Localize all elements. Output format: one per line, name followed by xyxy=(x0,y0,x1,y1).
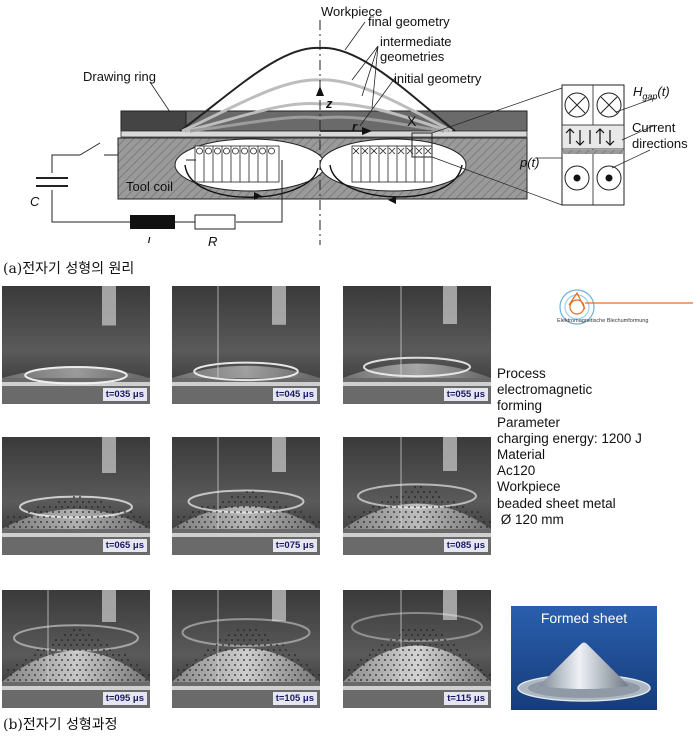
info-line: Ø 120 mm xyxy=(497,511,564,527)
drawing-ring-left xyxy=(120,110,187,132)
h-gap-subscript: gap xyxy=(642,91,658,102)
info-line: Material xyxy=(497,447,546,463)
circuit xyxy=(36,142,283,230)
forming-frame: t=085 μs xyxy=(343,437,491,555)
formed-sheet-label: Formed sheet xyxy=(540,610,628,626)
frame-timestamp: t=095 μs xyxy=(102,692,147,705)
h-gap-time: (t) xyxy=(657,84,670,99)
frame-timestamp: t=075 μs xyxy=(272,539,317,552)
formed-sheet-photo: Formed sheet xyxy=(511,606,657,710)
info-line: charging energy: 1200 J xyxy=(497,430,642,446)
emb-logo xyxy=(559,289,693,325)
label-tool-coil: Tool coil xyxy=(126,179,173,194)
inductor xyxy=(130,215,175,229)
label-resistor: R xyxy=(208,234,218,249)
gap-detail-panel xyxy=(535,84,656,206)
label-x: X xyxy=(407,113,417,129)
label-intermediate-2: geometries xyxy=(380,49,445,64)
h-gap-symbol: H xyxy=(633,84,643,99)
label-current: Current xyxy=(632,120,676,135)
label-p-t: p(t) xyxy=(520,155,540,170)
forming-frame: t=095 μs xyxy=(2,590,150,708)
info-line: beaded sheet metal xyxy=(497,495,616,511)
caption-b: (b)전자기 성형과정 xyxy=(3,717,118,733)
frame-timestamp: t=065 μs xyxy=(102,539,147,552)
label-initial-geometry: initial geometry xyxy=(394,71,482,86)
frame-timestamp: t=055 μs xyxy=(443,388,488,401)
forming-frame: t=065 μs xyxy=(2,437,150,555)
label-drawing-ring: Drawing ring xyxy=(83,69,156,84)
coil-windings-left xyxy=(194,145,280,183)
label-directions: directions xyxy=(632,136,688,151)
forming-frame: t=075 μs xyxy=(172,437,320,555)
label-l: L xyxy=(147,235,155,243)
info-line: Parameter xyxy=(497,414,561,430)
logo-text: Elektromagnetische Blechumformung xyxy=(557,318,649,324)
info-line: Workpiece xyxy=(497,479,561,495)
forming-frame: t=055 μs xyxy=(343,286,491,404)
label-z: z xyxy=(326,96,333,111)
info-line: electromagnetic xyxy=(497,382,593,398)
label-r: r xyxy=(352,119,358,134)
label-h-gap: Hgap(t) xyxy=(633,85,670,104)
process-info: Process electromagnetic forming Paramete… xyxy=(497,366,642,528)
caption-a: (a)전자기 성형의 원리 xyxy=(3,261,135,277)
frame-timestamp: t=035 μs xyxy=(102,388,147,401)
forming-frame: t=115 μs xyxy=(343,590,491,708)
label-final-geometry: final geometry xyxy=(368,14,450,29)
forming-frame: t=105 μs xyxy=(172,590,320,708)
info-line: Process xyxy=(497,366,546,381)
frame-timestamp: t=085 μs xyxy=(443,539,488,552)
emf-principle-diagram xyxy=(36,20,656,245)
label-c: C xyxy=(30,194,40,209)
frame-timestamp: t=045 μs xyxy=(272,388,317,401)
workpiece-sheet xyxy=(120,130,528,138)
label-intermediate-1: intermediate xyxy=(380,34,452,49)
forming-frame: t=035 μs xyxy=(2,286,150,404)
frame-timestamp: t=105 μs xyxy=(272,692,317,705)
label-workpiece: Workpiece xyxy=(321,4,383,19)
info-line: forming xyxy=(497,398,543,414)
frame-timestamp: t=115 μs xyxy=(444,692,488,705)
forming-frame: t=045 μs xyxy=(172,286,320,404)
info-line: Ac120 xyxy=(497,463,536,479)
coil-windings-right xyxy=(351,145,433,183)
